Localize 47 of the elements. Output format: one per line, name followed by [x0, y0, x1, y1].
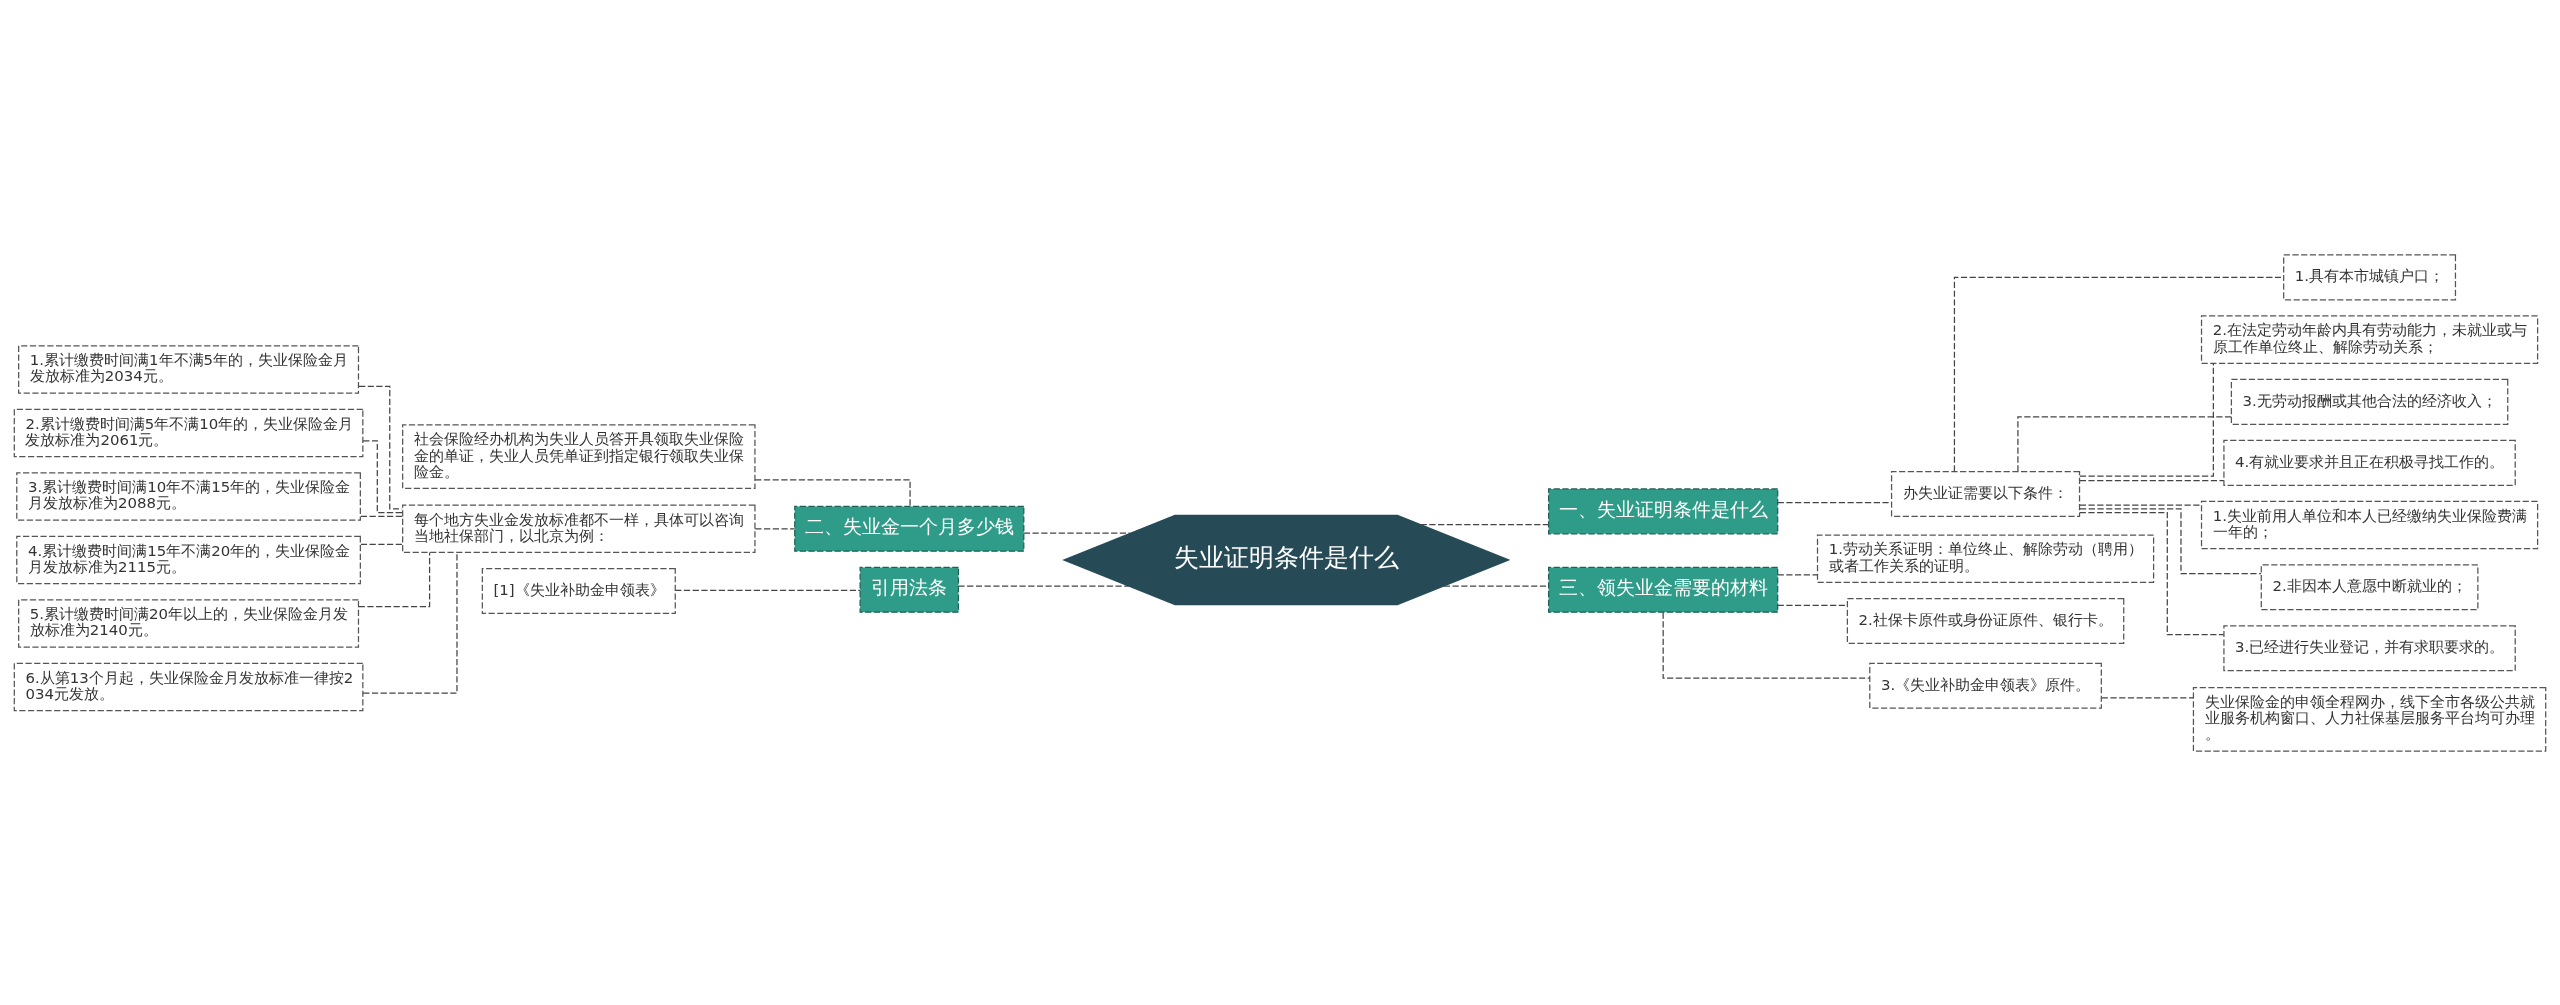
node-box: 4.有就业要求并且正在积极寻找工作的。 — [2223, 439, 2516, 486]
connector — [754, 527, 796, 529]
connector — [1777, 573, 1818, 575]
node-box: 3.已经进行失业登记，并有求职要求的。 — [2223, 624, 2516, 671]
connector — [2079, 504, 2202, 506]
node-box: 6.从第13个月起，失业保险金月发放标准一律按2034元发放。 — [13, 662, 364, 711]
connector — [362, 439, 404, 513]
connector — [362, 551, 458, 694]
connector — [2079, 479, 2225, 481]
node-box: 每个地方失业金发放标准都不一样，具体可以咨询当地社保部门，以北京为例： — [402, 504, 756, 553]
node-box: 4.累计缴费时间满15年不满20年的，失业保险金月发放标准为2115元。 — [16, 535, 361, 584]
connector — [360, 543, 403, 545]
connector — [2079, 511, 2225, 635]
connector — [2017, 415, 2232, 472]
node-box: 失业保险金的申领全程网办，线下全市各级公共就业服务机构窗口、人力社保基层服务平台均可办理。 — [2192, 686, 2547, 752]
node-box: 2.在法定劳动年龄内具有劳动能力，未就业或与原工作单位终止、解除劳动关系； — [2200, 314, 2539, 364]
node-box: 引用法条 — [859, 566, 960, 613]
connector — [1420, 523, 1549, 525]
node-box: [1]《失业补助金申领表》 — [481, 567, 676, 614]
connector — [1777, 604, 1848, 606]
node-box: 3.《失业补助金申领表》原件。 — [1869, 662, 2102, 709]
connector — [674, 589, 861, 591]
connector — [357, 551, 431, 607]
node-box: 2.累计缴费时间满5年不满10年的，失业保险金月发放标准为2061元。 — [13, 408, 364, 457]
connector — [358, 385, 403, 510]
node-box: 1.劳动关系证明：单位终止、解除劳动（聘用）或者工作关系的证明。 — [1816, 533, 2155, 583]
node-box: 2.非因本人意愿中断就业的； — [2260, 563, 2479, 610]
node-box: 3.累计缴费时间满10年不满15年的，失业保险金月发放标准为2088元。 — [16, 471, 361, 521]
node-box: 办失业证需要以下条件： — [1890, 470, 2081, 517]
node-box: 1.失业前用人单位和本人已经缴纳失业保险费满一年的； — [2200, 500, 2539, 549]
node-box: 一、失业证明条件是什么 — [1548, 487, 1779, 534]
connector — [957, 584, 1130, 587]
node-box: 三、领失业金需要的材料 — [1548, 566, 1779, 613]
node-box: 5.累计缴费时间满20年以上的，失业保险金月发放标准为2140元。 — [18, 598, 360, 648]
connector — [1662, 611, 1871, 679]
node-box: 二、失业金一个月多少钱 — [794, 505, 1025, 552]
node-box: 1.累计缴费时间满1年不满5年的，失业保险金月发放标准为2034元。 — [18, 344, 360, 394]
node-box: 社会保险经办机构为失业人员答开具领取失业保险金的单证，失业人员凭单证到指定银行领取失业保险金。 — [402, 423, 756, 489]
connector — [2079, 507, 2262, 574]
node-box: 3.无劳动报酬或其他合法的经济收入； — [2230, 378, 2509, 425]
node-box: 2.社保卡原件或身份证原件、银行卡。 — [1846, 597, 2125, 644]
connector — [2101, 696, 2194, 698]
connector — [1777, 501, 1893, 503]
connector — [1023, 532, 1131, 534]
connector — [2079, 362, 2214, 477]
connector — [360, 515, 403, 517]
node-box: 1.具有本市城镇户口； — [2283, 253, 2457, 300]
